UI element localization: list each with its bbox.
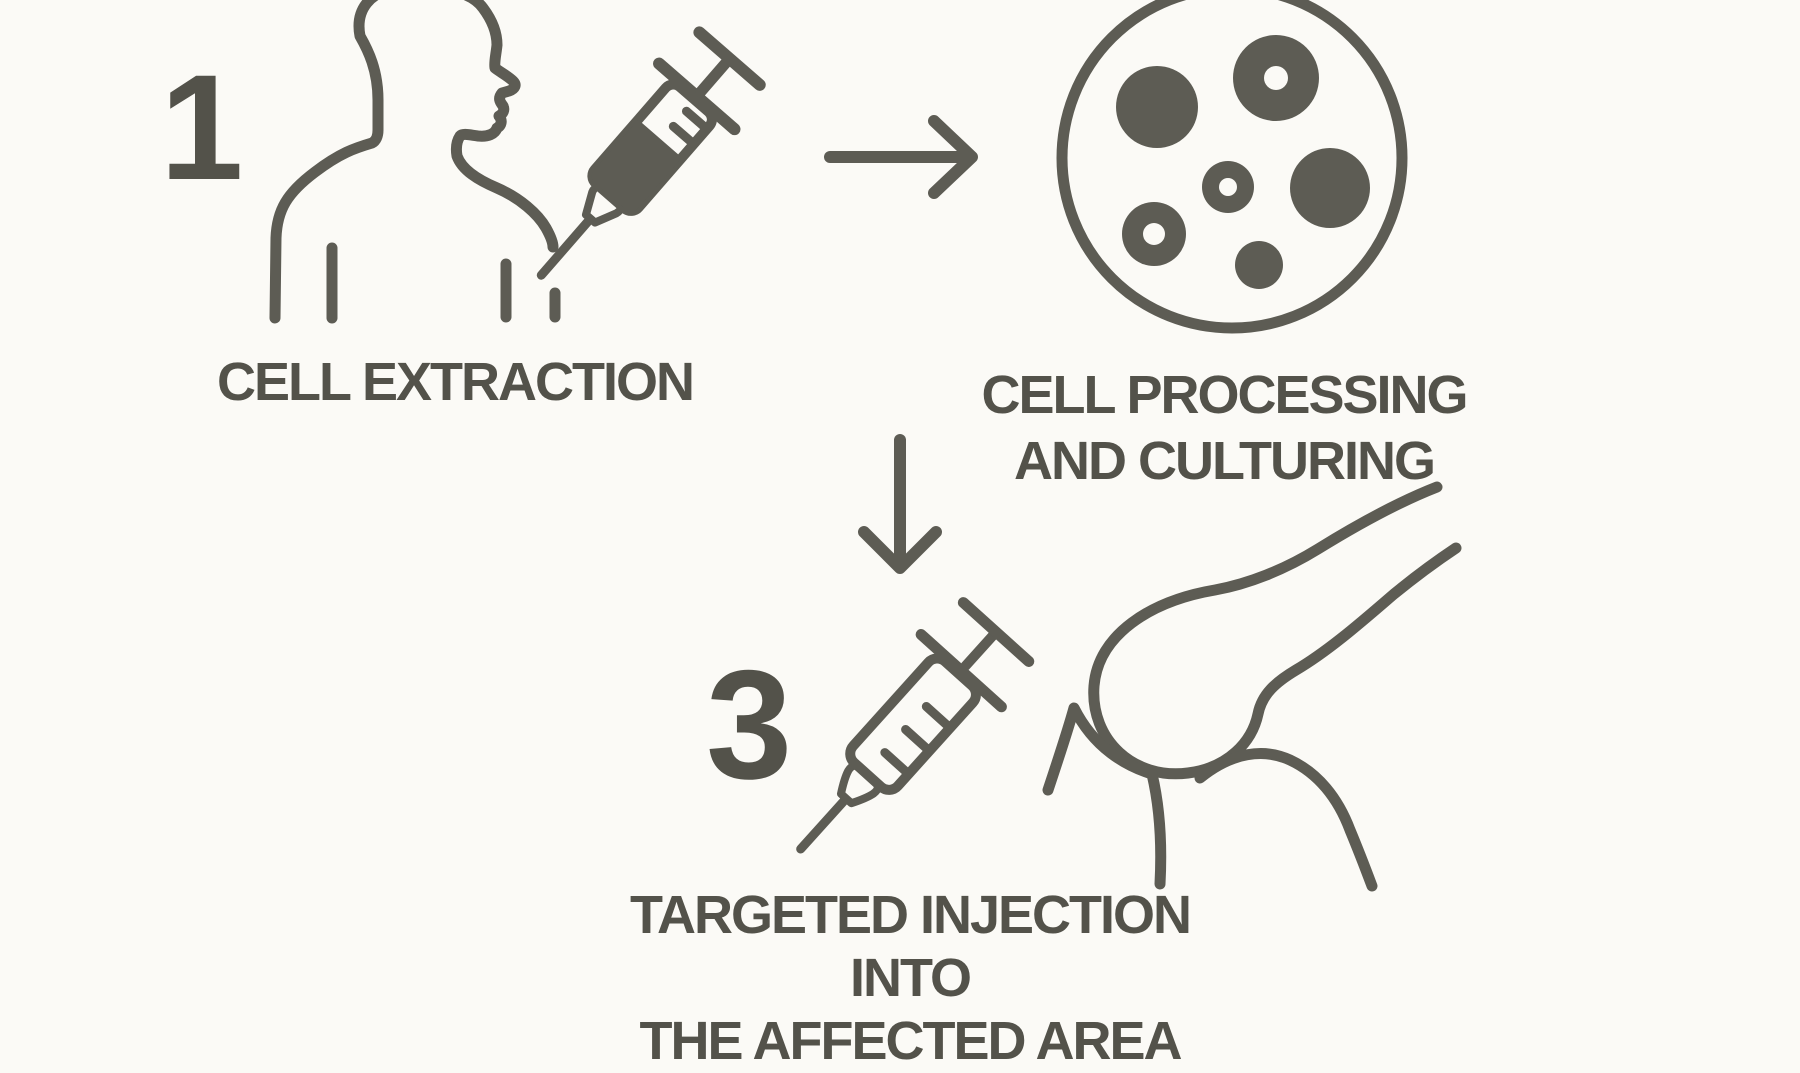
cell: [1235, 241, 1283, 289]
step-3-label-line: THE AFFECTED AREA: [639, 1011, 1183, 1071]
syringe-flange: [915, 629, 1007, 713]
person-outline: [269, 0, 559, 324]
syringe-outline-icon: [796, 597, 1035, 854]
step-2-label: CELL PROCESSING AND CULTURING: [924, 362, 1524, 494]
cell: [1290, 148, 1370, 228]
syringe-plunger-rod: [695, 56, 733, 98]
petri-dish-rim: [1056, 0, 1408, 334]
arrow-head: [928, 115, 978, 199]
step-2-label-line: CELL PROCESSING: [981, 365, 1468, 425]
step-1-number: 1: [160, 43, 244, 211]
infographic-canvas: 1 3 CELL EXTRACTION CELL PROCESSING AND …: [155, 0, 1524, 1071]
step-1-label: CELL EXTRACTION: [155, 354, 755, 410]
femur-outline: [1088, 481, 1462, 780]
cell-nucleus: [1264, 66, 1288, 90]
step-3-label-line: TARGETED INJECTION INTO: [629, 885, 1192, 1008]
syringe-scale-tick: [668, 121, 698, 148]
arrow-down-icon: [858, 434, 942, 574]
syringe-scale-tick: [681, 106, 711, 133]
step-1-label-line: CELL EXTRACTION: [216, 352, 695, 412]
syringe-plunger-rod: [960, 630, 999, 672]
tibia-outline-left: [1042, 702, 1167, 890]
syringe-filled-icon: [536, 26, 766, 280]
step-3-number: 3: [706, 638, 793, 811]
cell-nucleus: [1219, 178, 1237, 196]
arrow-right-icon: [824, 115, 978, 199]
syringe-needle: [796, 793, 851, 854]
syringe-liquid: [591, 119, 682, 212]
syringe-scale-tick: [880, 748, 913, 778]
person-profile-icon: [269, 0, 561, 324]
syringe-scale-tick: [901, 725, 934, 755]
step-3-label: TARGETED INJECTION INTO THE AFFECTED ARE…: [610, 884, 1210, 1073]
syringe-scale-tick: [921, 701, 954, 732]
petri-dish-icon: [1056, 0, 1408, 334]
syringe-plunger-handle: [957, 597, 1035, 667]
syringe-needle: [536, 214, 595, 280]
syringe-flange: [653, 57, 741, 136]
arrow-head: [858, 526, 942, 574]
cell-nucleus: [1143, 223, 1165, 245]
infographic-art: [269, 0, 1462, 892]
syringe-plunger-handle: [693, 26, 766, 91]
step-2-label-line: AND CULTURING: [1014, 431, 1436, 491]
tibia-outline-right: [1194, 748, 1378, 892]
cell: [1116, 66, 1198, 148]
bone-joint-icon: [1042, 481, 1462, 892]
